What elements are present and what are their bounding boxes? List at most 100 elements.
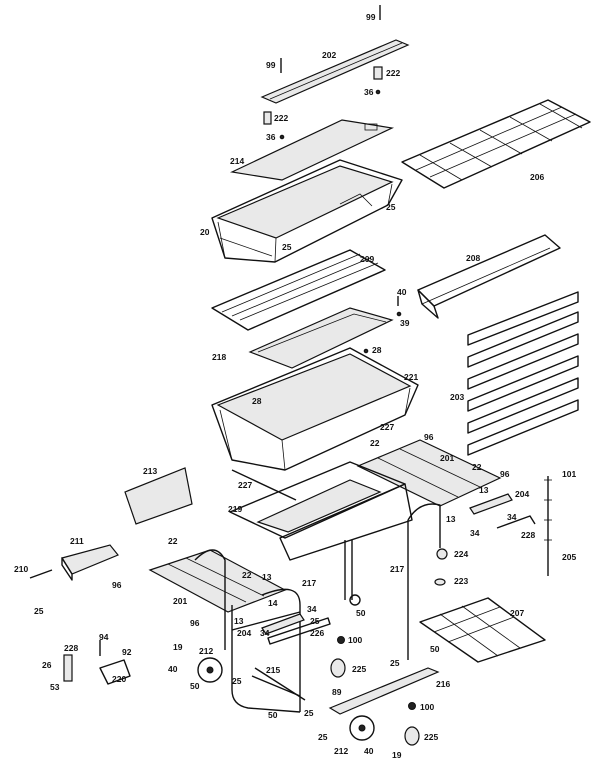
callout-c64: 19 — [173, 642, 183, 652]
wheel-212-left — [197, 657, 223, 683]
callout-c68: 92 — [122, 647, 132, 657]
callout-c4: 222 — [386, 68, 400, 78]
callout-c38: 211 — [70, 536, 84, 546]
lava-rock-grate-207 — [419, 597, 546, 663]
hub-225-right — [404, 726, 420, 746]
callout-c29: 101 — [562, 469, 576, 479]
callout-c47: 217 — [302, 578, 316, 588]
callout-c70: 225 — [352, 664, 366, 674]
callout-c43: 22 — [242, 570, 252, 580]
callout-c28: 96 — [500, 469, 510, 479]
callout-c86: 19 — [392, 750, 402, 760]
callout-c7: 36 — [266, 132, 276, 142]
callout-c13: 208 — [466, 253, 480, 263]
callout-c36: 34 — [470, 528, 480, 538]
callout-c81: 25 — [304, 708, 314, 718]
callout-c73: 215 — [266, 665, 280, 675]
grill-bottom-221 — [211, 347, 419, 471]
callout-c49: 201 — [173, 596, 187, 606]
igniter-rod-205 — [544, 476, 552, 576]
warming-basket-208 — [417, 234, 561, 319]
heat-shield-213 — [124, 467, 193, 525]
cap-100-upper — [337, 636, 345, 644]
burner-assembly-219 — [229, 461, 413, 561]
callout-c42: 210 — [14, 564, 28, 574]
callout-c44: 13 — [262, 572, 272, 582]
callout-c63: 94 — [99, 632, 109, 642]
bottom-rail-216 — [328, 667, 440, 715]
screw-36-lower — [279, 134, 285, 140]
callout-c66: 50 — [430, 644, 440, 654]
callout-c9: 206 — [530, 172, 544, 182]
callout-c45: 223 — [454, 576, 468, 586]
callout-c23: 22 — [370, 438, 380, 448]
callout-c31: 13 — [479, 485, 489, 495]
callout-c83: 225 — [424, 732, 438, 742]
callout-c55: 96 — [190, 618, 200, 628]
callout-c57: 25 — [310, 616, 320, 626]
cap-100-lower — [408, 702, 416, 710]
cross-rod-227 — [231, 469, 297, 501]
callout-c67: 26 — [42, 660, 52, 670]
handle-bracket-left — [263, 111, 272, 125]
callout-c17: 218 — [212, 352, 226, 362]
handle-bracket-right — [373, 66, 383, 80]
screw-39 — [396, 311, 402, 317]
callout-c61: 100 — [348, 635, 362, 645]
callout-c52: 50 — [356, 608, 366, 618]
callout-c78: 89 — [332, 687, 342, 697]
callout-c79: 100 — [420, 702, 434, 712]
knob-224 — [436, 548, 448, 560]
axle-215 — [251, 675, 301, 697]
callout-c59: 34 — [260, 628, 270, 638]
callout-c26: 213 — [143, 466, 157, 476]
callout-c72: 220 — [112, 674, 126, 684]
callout-c16: 39 — [400, 318, 410, 328]
callout-c20: 203 — [450, 392, 464, 402]
callout-c50: 14 — [268, 598, 278, 608]
screw-28-bowl — [363, 348, 369, 354]
shelf-bracket-204-right — [469, 493, 513, 515]
heat-deflector-218 — [248, 307, 394, 369]
callout-c25: 201 — [440, 453, 454, 463]
callout-c1: 99 — [366, 12, 376, 22]
callout-c54: 25 — [34, 606, 44, 616]
callout-c84: 212 — [334, 746, 348, 756]
callout-c71: 25 — [390, 658, 400, 668]
callout-c75: 53 — [50, 682, 60, 692]
callout-c41: 205 — [562, 552, 576, 562]
hub-225-left — [330, 658, 346, 678]
grease-cup-210 — [29, 569, 53, 579]
callout-c48: 217 — [390, 564, 404, 574]
bracket-228-left — [63, 654, 73, 682]
warming-grate-209 — [211, 249, 386, 331]
callout-c5: 36 — [364, 87, 374, 97]
callout-c56: 13 — [234, 616, 244, 626]
callout-c18: 28 — [372, 345, 382, 355]
shelf-bracket-204-left — [261, 613, 305, 635]
cart-frame — [148, 503, 441, 713]
callout-c53: 207 — [510, 608, 524, 618]
callout-c74: 216 — [436, 679, 450, 689]
callout-c11: 20 — [200, 227, 210, 237]
callout-c22: 227 — [380, 422, 394, 432]
callout-c3: 99 — [266, 60, 276, 70]
handle-bar-202 — [260, 39, 410, 104]
bracket-226 — [267, 617, 331, 645]
callout-c62: 228 — [64, 643, 78, 653]
bracket-228-right — [496, 515, 536, 529]
callout-c77: 25 — [232, 676, 242, 686]
callout-c39: 22 — [168, 536, 178, 546]
callout-c40: 224 — [454, 549, 468, 559]
callout-c8: 214 — [230, 156, 244, 166]
callout-c33: 219 — [228, 504, 242, 514]
grease-tray-211 — [61, 544, 119, 581]
callout-c37: 228 — [521, 530, 535, 540]
callout-c32: 204 — [515, 489, 529, 499]
callout-c12: 25 — [282, 242, 292, 252]
wheel-cap-right — [349, 594, 361, 606]
callout-labels: 99 202 99 222 36 222 36 214 206 25 20 25… — [14, 12, 576, 760]
bezel-223 — [434, 578, 446, 586]
lid-heat-shield-214 — [229, 119, 395, 181]
